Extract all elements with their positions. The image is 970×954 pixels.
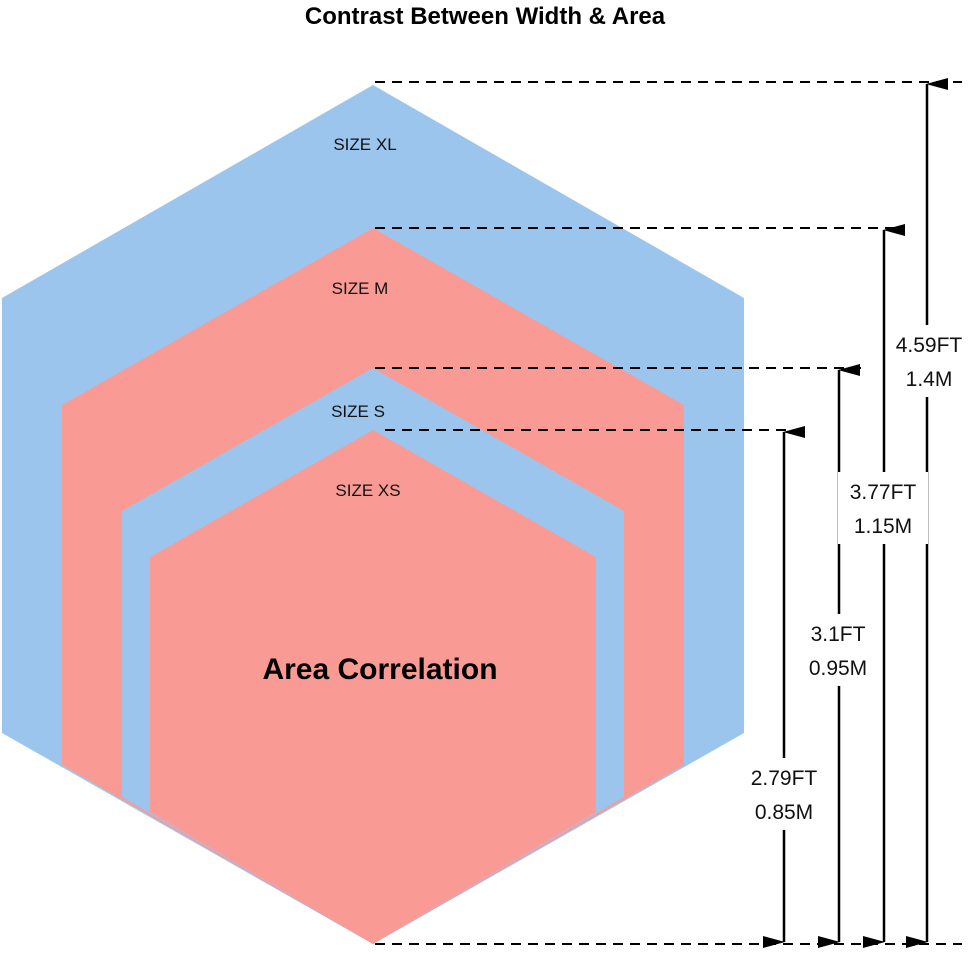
height-m-s: 0.95M bbox=[809, 657, 867, 680]
height-m-xs: 0.85M bbox=[755, 801, 813, 824]
hexagon-label-xl: SIZE XL bbox=[333, 135, 396, 154]
hexagon-xs bbox=[150, 430, 596, 944]
hexagon-label-xs: SIZE XS bbox=[335, 481, 400, 500]
diagram-title: Contrast Between Width & Area bbox=[305, 3, 666, 30]
height-ft-s: 3.1FT bbox=[811, 623, 866, 646]
height-m-xl: 1.4M bbox=[906, 368, 953, 391]
height-m-m: 1.15M bbox=[854, 515, 912, 538]
hexagon-label-s: SIZE S bbox=[331, 402, 385, 421]
height-ft-xs: 2.79FT bbox=[751, 767, 818, 790]
hexagon-label-m: SIZE M bbox=[332, 279, 389, 298]
height-ft-xl: 4.59FT bbox=[896, 334, 963, 357]
area-correlation-label: Area Correlation bbox=[262, 653, 497, 686]
height-ft-m: 3.77FT bbox=[850, 481, 917, 504]
